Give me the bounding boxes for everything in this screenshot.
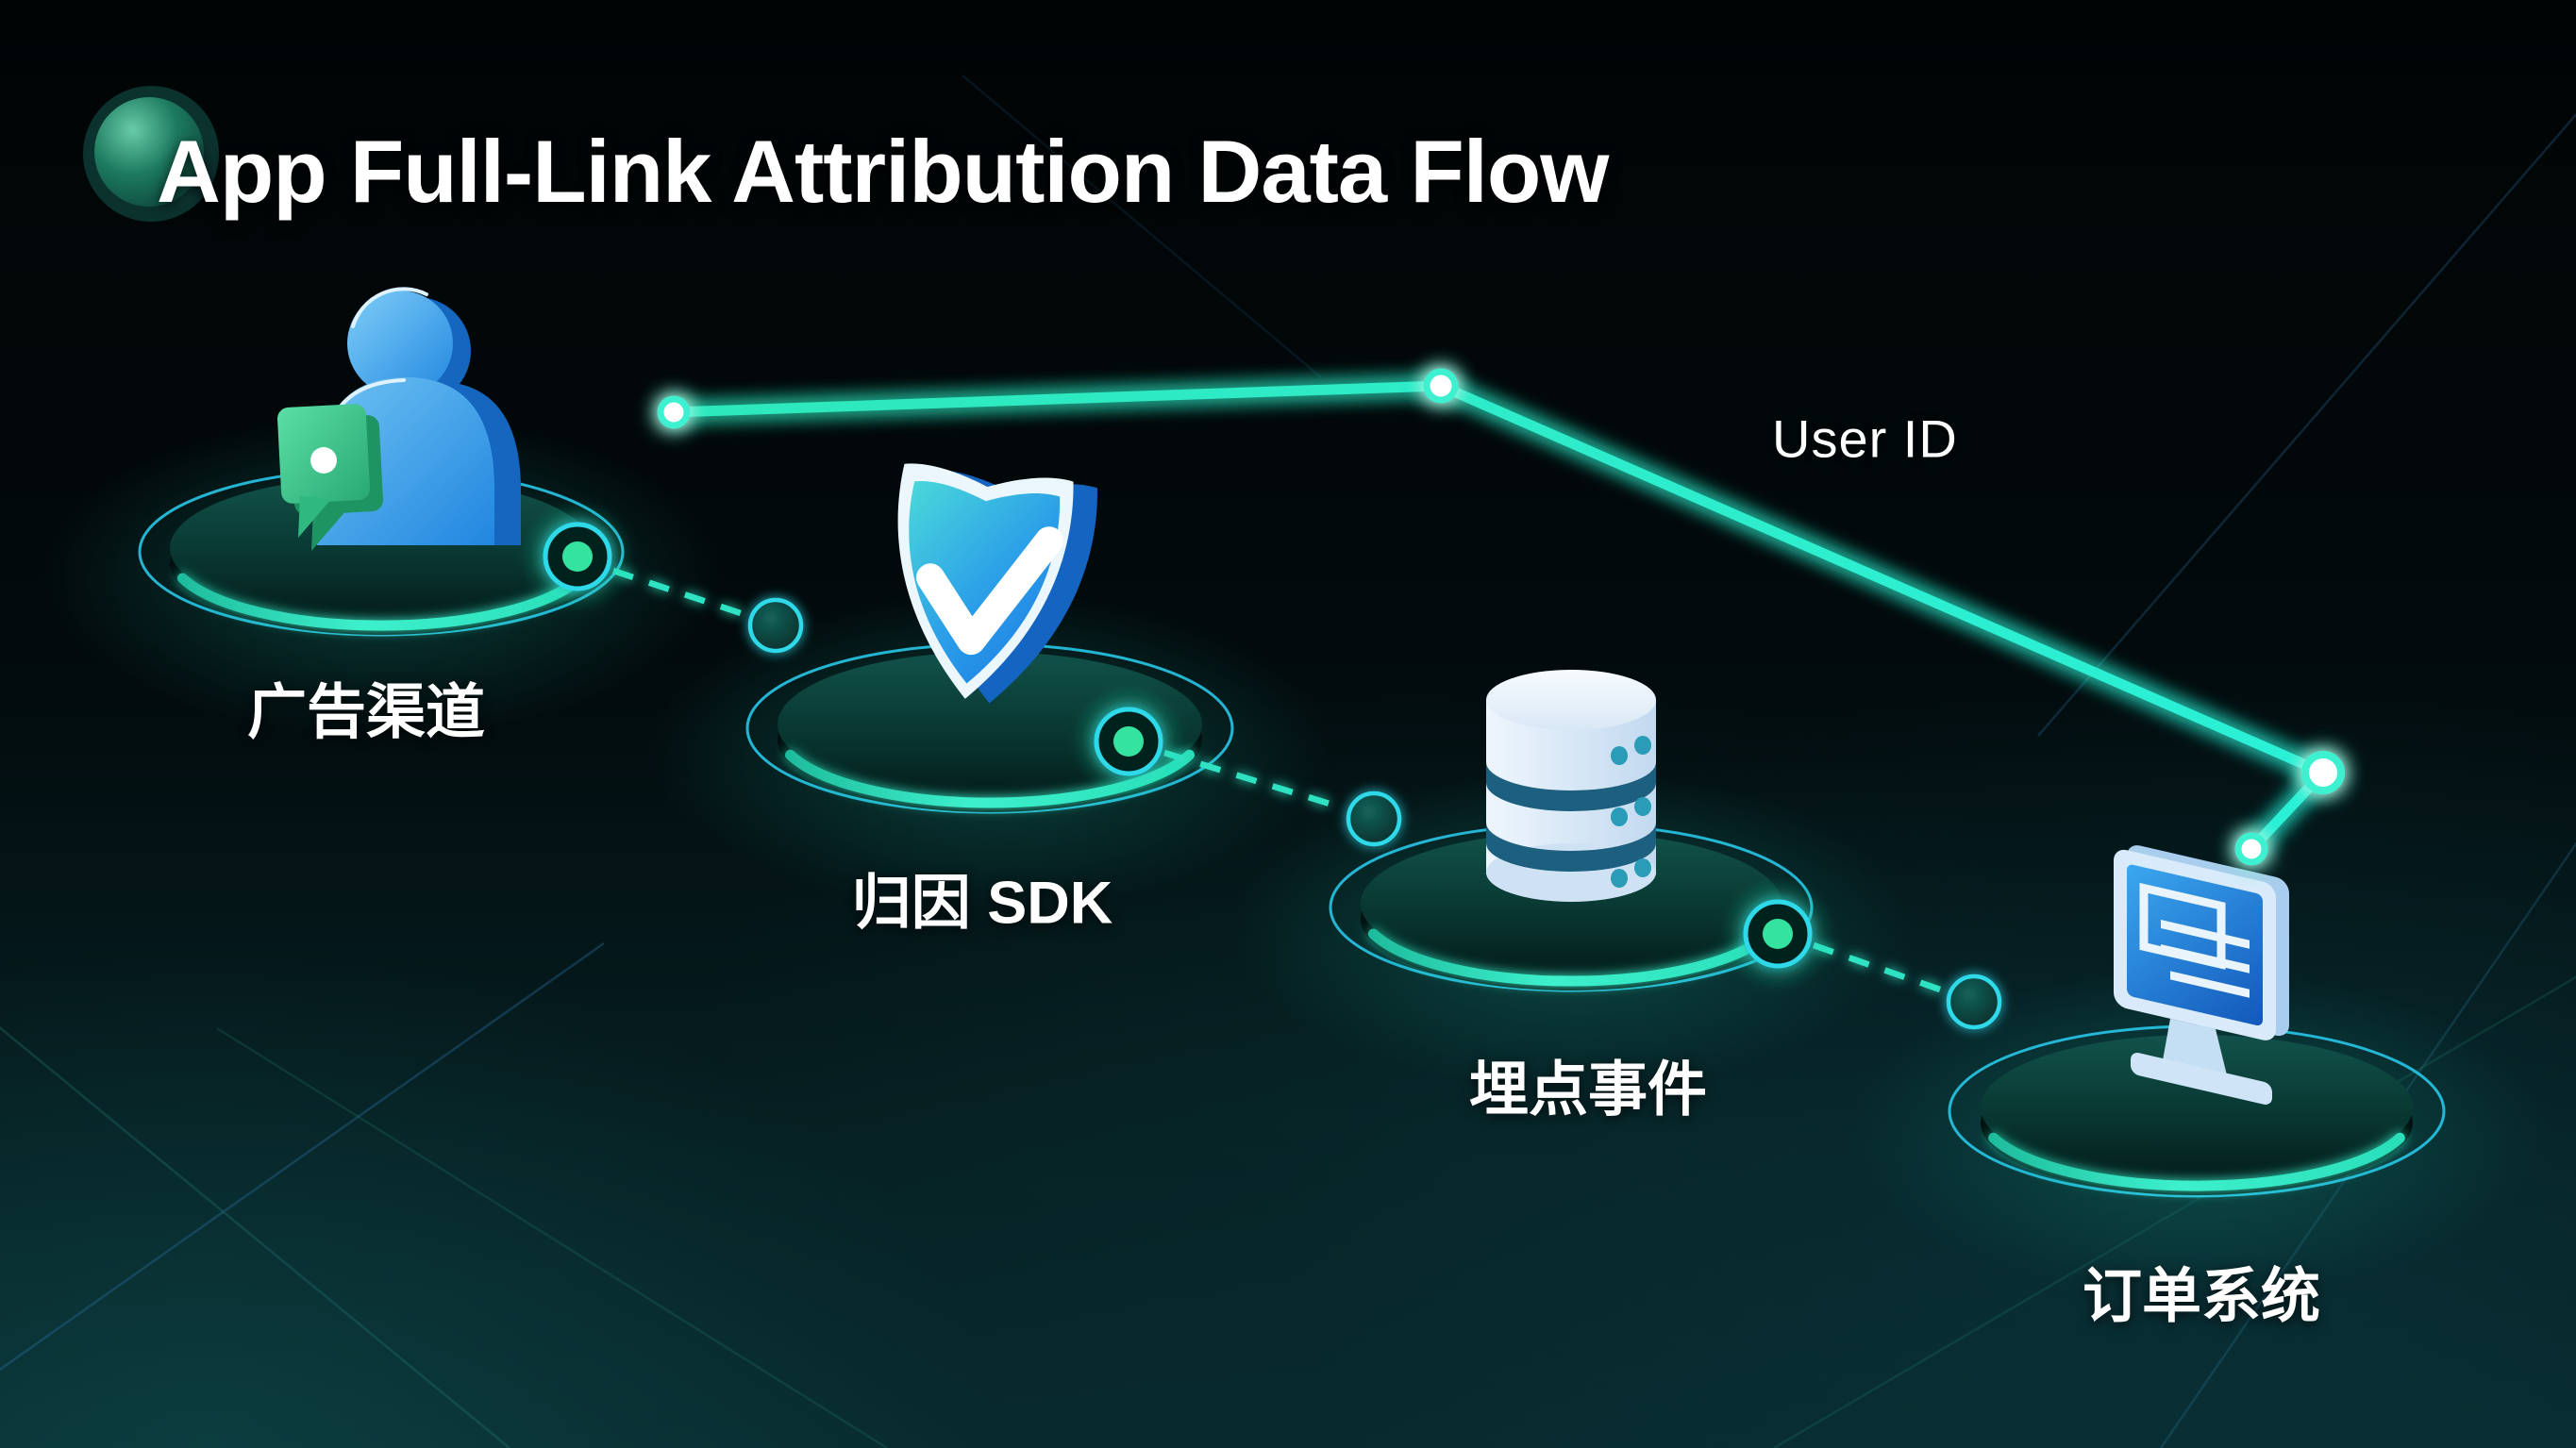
tracking-events-platform bbox=[1329, 823, 1814, 992]
node-label-attribution-sdk: 归因 SDK bbox=[851, 870, 1113, 937]
connector-dashed-1 bbox=[611, 567, 745, 618]
flow-endpoint-dot-3 bbox=[2301, 751, 2345, 794]
shield-check-3d-icon bbox=[897, 463, 1097, 704]
connector-out-port-2 bbox=[1072, 685, 1185, 798]
node-label-ad-channel: 广告渠道 bbox=[247, 679, 485, 746]
monitor-3d-icon bbox=[2114, 845, 2289, 1105]
database-3d-icon bbox=[1486, 670, 1656, 902]
connector-in-port-4 bbox=[1946, 974, 2002, 1030]
node-label-tracking-events: 埋点事件 bbox=[1469, 1057, 1707, 1123]
connector-out-port-3 bbox=[1721, 877, 1834, 990]
user-id-flow-line bbox=[657, 368, 2345, 866]
chat-bubble-icon bbox=[277, 404, 383, 551]
edge-label-user-id: User ID bbox=[1772, 408, 1958, 469]
connector-dashed-2 bbox=[1163, 749, 1343, 811]
connector-in-port-3 bbox=[1346, 791, 1402, 847]
node-label-order-system: 订单系统 bbox=[2083, 1263, 2320, 1330]
connector-out-port-1 bbox=[521, 500, 634, 613]
flow-endpoint-dot-2 bbox=[1423, 368, 1459, 404]
title-accent-circle-icon bbox=[83, 86, 219, 222]
connector-in-port-2 bbox=[747, 597, 804, 654]
user-chat-3d-icon bbox=[277, 287, 521, 551]
platform-connector-ports bbox=[521, 500, 2002, 1030]
platform-dashed-connectors bbox=[611, 567, 1942, 993]
page-title: App Full-Link Attribution Data Flow bbox=[157, 122, 1609, 221]
flow-endpoint-dot-1 bbox=[657, 395, 691, 429]
flow-endpoint-dot-4 bbox=[2234, 832, 2268, 866]
order-system-platform bbox=[1948, 1024, 2446, 1198]
